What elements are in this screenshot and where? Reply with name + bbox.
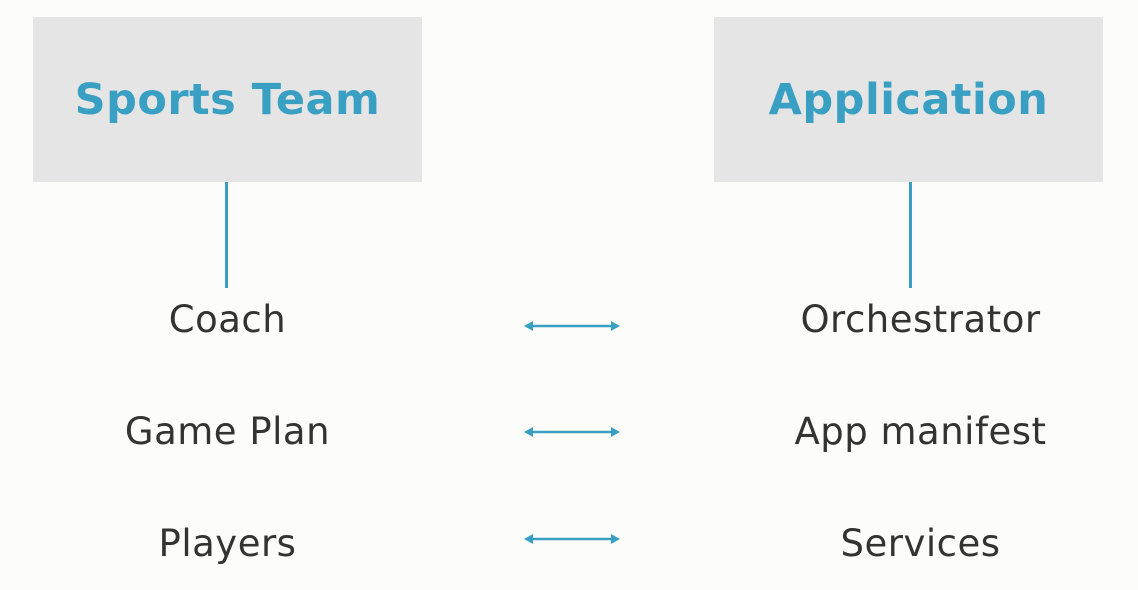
- right-item-orchestrator: Orchestrator: [800, 298, 1041, 341]
- right-item-services: Services: [840, 522, 1001, 565]
- application-title: Application: [768, 74, 1049, 125]
- application-connector-line: [909, 182, 912, 288]
- double-headed-arrow-icon: [524, 534, 620, 544]
- application-header-box: Application: [714, 17, 1103, 182]
- left-item-players: Players: [158, 522, 297, 565]
- sports-team-header-box: Sports Team: [33, 17, 422, 182]
- left-item-game-plan: Game Plan: [124, 410, 331, 453]
- sports-team-connector-line: [225, 182, 228, 288]
- double-headed-arrow-icon: [524, 321, 620, 331]
- sports-team-title: Sports Team: [74, 74, 381, 125]
- left-item-coach: Coach: [168, 298, 287, 341]
- right-item-app-manifest: App manifest: [794, 410, 1047, 453]
- double-headed-arrow-icon: [524, 427, 620, 437]
